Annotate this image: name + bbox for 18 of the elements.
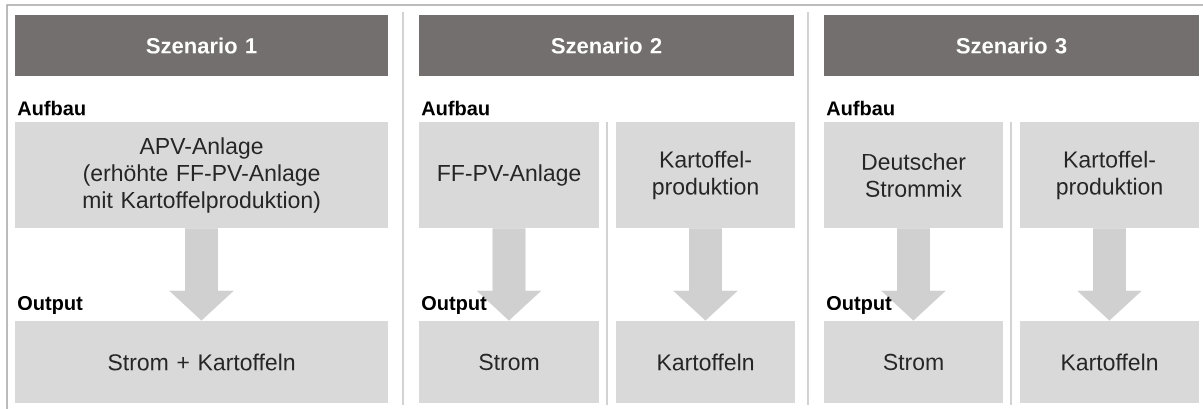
process-box: Strom <box>419 321 599 403</box>
header-bar: Szenario 1 <box>15 15 388 76</box>
process-box: FF-PV-Anlage <box>419 122 599 228</box>
section-label: Aufbau <box>826 100 894 116</box>
process-box: Kartoffeln <box>1020 321 1199 403</box>
section-label: Output <box>422 295 487 315</box>
process-box: Deutscher Strommix <box>824 122 1003 228</box>
section-label: Aufbau <box>421 100 489 116</box>
process-box: Kartoffeln <box>616 321 795 403</box>
process-box: Strom <box>824 321 1003 403</box>
header-bar: Szenario 3 <box>824 15 1199 76</box>
process-box: Kartoffel- produktion <box>616 122 795 228</box>
section-label: Output <box>827 295 892 315</box>
header-bar: Szenario 2 <box>419 15 794 76</box>
process-box: APV-Anlage (erhöhte FF-PV-Anlage mit Kartoffelproduktion) <box>15 122 388 228</box>
process-box: Strom + Kartoffeln <box>15 321 388 403</box>
process-box: Kartoffel- produktion <box>1020 122 1199 228</box>
section-label: Aufbau <box>17 100 85 116</box>
